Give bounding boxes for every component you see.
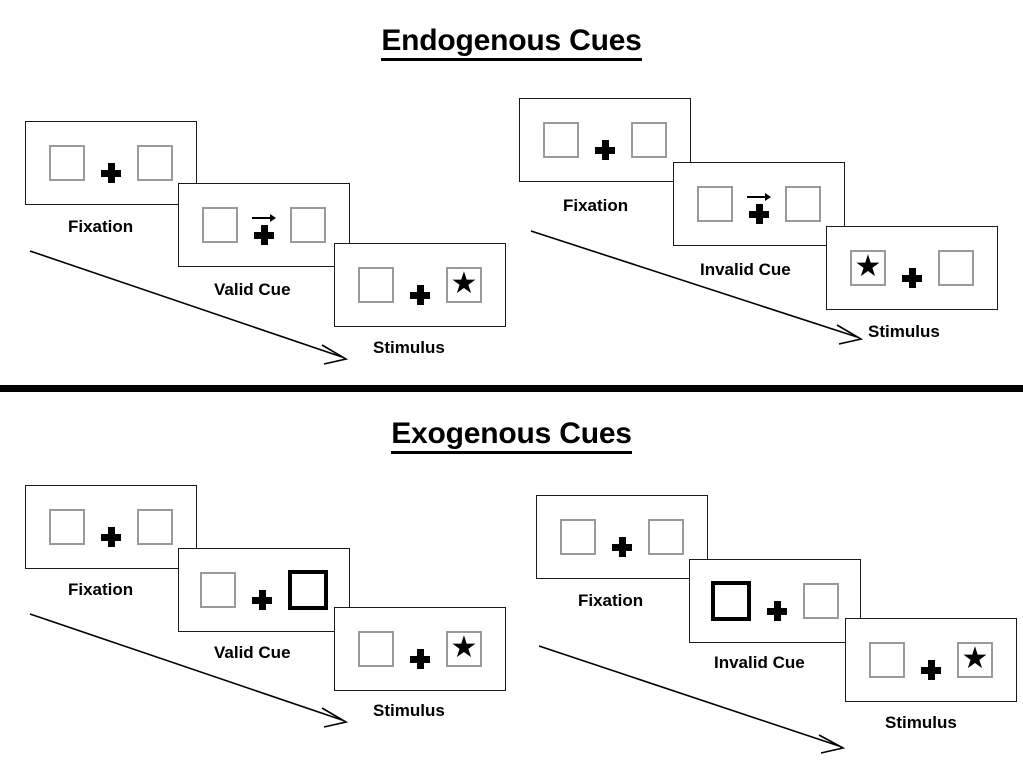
caption-exogenous-valid-fixation: Fixation: [68, 580, 134, 599]
caption-endogenous-valid-cue: Valid Cue: [214, 280, 291, 299]
placeholder-box-right: [785, 186, 821, 222]
frame-exogenous-valid-cue: [178, 548, 350, 632]
arrow-spacer: [765, 589, 789, 601]
arrow-spacer: [919, 648, 943, 660]
target-box-right: ★: [446, 631, 482, 667]
plus-icon: [921, 660, 941, 680]
star-icon: ★: [961, 642, 989, 675]
fixation-cross-group: [99, 507, 123, 547]
arrow-head: [765, 192, 771, 201]
fixation-cross-group: [593, 120, 617, 160]
cue-group: [252, 205, 276, 245]
fixation-cross-group: [765, 581, 789, 621]
plus-icon: [410, 285, 430, 305]
frame-endogenous-valid-cue: [178, 183, 350, 267]
fixation-cross-group: [99, 143, 123, 183]
caption-exogenous-invalid-fixation: Fixation: [578, 591, 644, 610]
frame-endogenous-invalid-cue: [673, 162, 845, 246]
placeholder-box-right: [137, 509, 173, 545]
fixation-cross-group: [408, 629, 432, 669]
arrow-head: [270, 213, 276, 222]
frame-exogenous-invalid-fixation: [536, 495, 708, 579]
caption-exogenous-invalid-cue: Invalid Cue: [714, 653, 805, 672]
placeholder-box-right: [938, 250, 974, 286]
arrow-spacer: [99, 151, 123, 163]
section-title-exogenous: Exogenous Cues: [0, 417, 1023, 454]
section-title-exogenous-text: Exogenous Cues: [391, 417, 632, 454]
arrow-spacer: [99, 515, 123, 527]
caption-endogenous-invalid-cue: Invalid Cue: [700, 260, 791, 279]
placeholder-box-left: [869, 642, 905, 678]
time-arrow-icon: [538, 645, 846, 754]
plus-icon: [902, 268, 922, 288]
placeholder-box-left: [202, 207, 238, 243]
arrow-spacer: [593, 128, 617, 140]
plus-icon: [595, 140, 615, 160]
placeholder-box-left: [200, 572, 236, 608]
star-icon: ★: [854, 250, 882, 283]
placeholder-box-right: [631, 122, 667, 158]
arrow-right-icon: [747, 192, 771, 202]
section-title-endogenous-text: Endogenous Cues: [381, 24, 642, 61]
placeholder-box-right: [803, 583, 839, 619]
placeholder-box-left: [697, 186, 733, 222]
frame-endogenous-valid-stimulus: ★: [334, 243, 506, 327]
target-box-right: ★: [957, 642, 993, 678]
caption-endogenous-valid-fixation: Fixation: [68, 217, 134, 236]
plus-icon: [612, 537, 632, 557]
placeholder-box-left: [358, 631, 394, 667]
plus-icon: [252, 590, 272, 610]
placeholder-box-left: [560, 519, 596, 555]
arrow-spacer: [900, 256, 924, 268]
placeholder-box-left: [49, 145, 85, 181]
fixation-cross-group: [250, 570, 274, 610]
caption-endogenous-invalid-stimulus: Stimulus: [868, 322, 940, 341]
caption-exogenous-valid-cue: Valid Cue: [214, 643, 291, 662]
plus-icon: [749, 204, 769, 224]
star-icon: ★: [450, 631, 478, 664]
target-box-right: ★: [446, 267, 482, 303]
fixation-cross-group: [919, 640, 943, 680]
caption-endogenous-valid-stimulus: Stimulus: [373, 338, 445, 357]
plus-icon: [101, 163, 121, 183]
placeholder-box-right: [137, 145, 173, 181]
caption-exogenous-invalid-stimulus: Stimulus: [885, 713, 957, 732]
fixation-cross-group: [610, 517, 634, 557]
cue-group: [747, 184, 771, 224]
target-box-left: ★: [850, 250, 886, 286]
arrow-spacer: [610, 525, 634, 537]
arrow-spacer: [408, 273, 432, 285]
frame-endogenous-invalid-stimulus: ★: [826, 226, 998, 310]
caption-endogenous-invalid-fixation: Fixation: [563, 196, 629, 215]
plus-icon: [101, 527, 121, 547]
section-divider: [0, 385, 1023, 392]
cued-box-right: [288, 570, 328, 610]
arrow-spacer: [250, 578, 274, 590]
arrow-right-icon: [252, 213, 276, 223]
star-icon: ★: [450, 267, 478, 300]
section-title-endogenous: Endogenous Cues: [0, 24, 1023, 61]
frame-exogenous-invalid-stimulus: ★: [845, 618, 1017, 702]
caption-exogenous-valid-stimulus: Stimulus: [373, 701, 445, 720]
frame-endogenous-invalid-fixation: [519, 98, 691, 182]
placeholder-box-left: [358, 267, 394, 303]
plus-icon: [254, 225, 274, 245]
frame-endogenous-valid-fixation: [25, 121, 197, 205]
frame-exogenous-valid-fixation: [25, 485, 197, 569]
placeholder-box-right: [648, 519, 684, 555]
fixation-cross-group: [408, 265, 432, 305]
frame-exogenous-valid-stimulus: ★: [334, 607, 506, 691]
cued-box-left: [711, 581, 751, 621]
arrow-shaft: [747, 196, 766, 198]
placeholder-box-left: [543, 122, 579, 158]
arrow-shaft: [252, 217, 271, 219]
plus-icon: [410, 649, 430, 669]
plus-icon: [767, 601, 787, 621]
frame-exogenous-invalid-cue: [689, 559, 861, 643]
placeholder-box-right: [290, 207, 326, 243]
placeholder-box-left: [49, 509, 85, 545]
fixation-cross-group: [900, 248, 924, 288]
arrow-spacer: [408, 637, 432, 649]
